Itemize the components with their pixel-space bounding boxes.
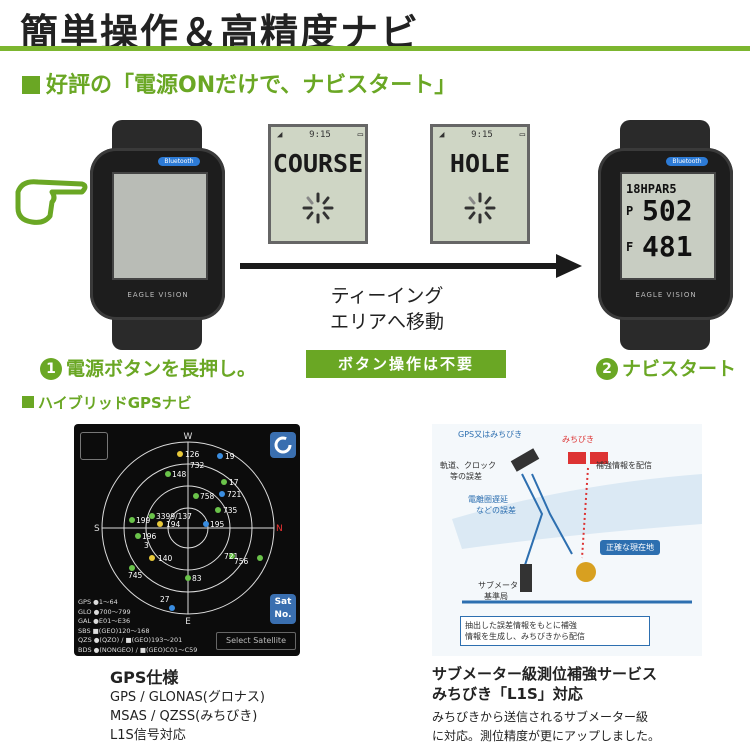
arrow-line: [240, 263, 560, 269]
orbit-error-label: 軌道、クロック等の誤差: [440, 461, 496, 481]
section-heading-text: 好評の「電源ONだけで、ナビスタート」: [46, 73, 457, 98]
gps-label: GPS又はみちびき: [458, 430, 523, 439]
bluetooth-label: Bluetooth: [158, 157, 200, 166]
section-heading-text: ハイブリッドGPSナビ: [38, 394, 192, 412]
svg-text:195: 195: [210, 520, 225, 529]
position-label: 正確な現在地: [600, 540, 660, 555]
section-heading-power-on: 好評の「電源ONだけで、ナビスタート」: [22, 67, 456, 99]
svg-text:3: 3: [144, 541, 149, 550]
lcd-panel-course: ◢ 9:15 ▭ COURSE: [268, 124, 368, 244]
loading-spinner-icon: [302, 192, 334, 224]
step-number-badge: 2: [596, 358, 618, 380]
compass-s-label: S: [94, 524, 100, 534]
nav-f-value: 481: [642, 230, 693, 263]
watch-navigating: Bluetooth 18HPAR5 P 502 F 481 EAGLE VISI…: [598, 120, 733, 350]
section-heading-hybrid-gps: ハイブリッドGPSナビ: [22, 392, 192, 413]
compass-e-label: E: [185, 617, 191, 624]
svg-text:721: 721: [224, 552, 239, 561]
title-underline: [0, 46, 750, 51]
station-label: サブメータ基準局: [478, 581, 518, 601]
signal-icon: ◢: [439, 130, 445, 140]
battery-icon: ▭: [357, 130, 363, 140]
arrow-caption: ティーイング エリアへ移動: [330, 283, 444, 335]
svg-text:745: 745: [128, 571, 143, 580]
svg-text:140: 140: [158, 554, 173, 563]
lcd-time: 9:15: [309, 130, 331, 140]
compass-w-label: W: [184, 432, 193, 442]
arrow-head-icon: [556, 254, 582, 278]
svg-text:194: 194: [166, 520, 181, 529]
step-number-badge: 1: [40, 358, 62, 380]
step-text: 電源ボタンを長押し。: [66, 358, 257, 380]
nav-p-label: P: [626, 204, 634, 218]
gps-spec-list: GPS / GLONAS(グロナス)MSAS / QZSS(みちびき)L1S信号…: [110, 690, 265, 743]
correction-label: 補強情報を配信: [596, 461, 652, 470]
square-bullet-icon: [22, 76, 40, 94]
michibiki-spec-text: みちびきから送信されるサブメーター級に対応。測位精度が更にアップしました。: [432, 710, 661, 743]
gps-spec-heading: GPS仕様: [110, 668, 179, 687]
bottom-note: 抽出した誤差情報をもとに補強情報を生成し、みちびきから配信: [460, 616, 650, 646]
sky-plot: W E S N 126 19 732 148 17 721 758 735 19…: [94, 432, 283, 624]
watch-logo: EAGLE VISION: [635, 291, 697, 299]
svg-text:756: 756: [234, 557, 249, 566]
svg-text:758: 758: [200, 492, 215, 501]
watch-nav-screen: 18HPAR5 P 502 F 481: [620, 172, 716, 280]
select-satellite-button: Select Satellite: [216, 632, 296, 650]
ion-error-label: 電離圏遅延などの誤差: [468, 495, 516, 515]
watch-strap-bottom: [112, 314, 202, 350]
nav-p-value: 502: [642, 194, 693, 227]
svg-text:3399/137: 3399/137: [156, 512, 192, 521]
nav-f-label: F: [626, 240, 634, 254]
arrow-caption-line: ティーイング: [330, 285, 444, 307]
svg-text:83: 83: [192, 574, 202, 583]
signal-icon: ◢: [277, 130, 283, 140]
pointing-hand-icon: [15, 179, 88, 225]
watch-blank-screen: [112, 172, 208, 280]
no-button-badge: ボタン操作は不要: [306, 350, 506, 378]
arrow-caption-line: エリアへ移動: [330, 311, 445, 333]
lcd-status-bar: ◢ 9:15 ▭: [439, 130, 525, 140]
svg-text:27: 27: [160, 595, 170, 604]
lcd-time: 9:15: [471, 130, 493, 140]
michibiki-label: みちびき: [562, 435, 594, 444]
square-bullet-icon: [22, 396, 34, 408]
svg-text:199: 199: [136, 516, 151, 525]
svg-text:732: 732: [190, 461, 205, 470]
battery-icon: ▭: [519, 130, 525, 140]
watch-off: Bluetooth EAGLE VISION: [90, 120, 225, 350]
michibiki-spec-heading: サブメーター級測位補強サービスみちびき「L1S」対応: [432, 665, 658, 703]
loading-spinner-icon: [464, 192, 496, 224]
watch-body: Bluetooth 18HPAR5 P 502 F 481 EAGLE VISI…: [598, 148, 733, 320]
lcd-main-text: COURSE: [272, 149, 364, 178]
svg-text:148: 148: [172, 470, 187, 479]
watch-strap-bottom: [620, 314, 710, 350]
nav-hole-line: 18HPAR5: [626, 182, 677, 196]
svg-text:17: 17: [229, 478, 239, 487]
michibiki-diagram: GPS又はみちびき みちびき 軌道、クロック等の誤差 電離圏遅延などの誤差 補強…: [432, 424, 702, 656]
compass-n-label: N: [276, 524, 283, 534]
bluetooth-label: Bluetooth: [666, 157, 708, 166]
michibiki-illustration: [452, 448, 702, 604]
refresh-button: [270, 432, 296, 458]
lcd-panel-hole: ◢ 9:15 ▭ HOLE: [430, 124, 530, 244]
svg-text:196: 196: [142, 532, 157, 541]
svg-text:126: 126: [185, 450, 200, 459]
refresh-icon: [274, 436, 292, 454]
watch-logo: EAGLE VISION: [127, 291, 189, 299]
svg-text:721: 721: [227, 490, 242, 499]
map-toggle-icon: [80, 432, 108, 460]
svg-text:19: 19: [225, 452, 235, 461]
lcd-status-bar: ◢ 9:15 ▭: [277, 130, 363, 140]
step-text: ナビスタート: [622, 358, 737, 380]
svg-text:735: 735: [223, 506, 238, 515]
watch-body: Bluetooth EAGLE VISION: [90, 148, 225, 320]
lcd-main-text: HOLE: [449, 149, 511, 178]
gps-satellite-screen: W E S N 126 19 732 148 17 721 758 735 19…: [74, 424, 300, 656]
